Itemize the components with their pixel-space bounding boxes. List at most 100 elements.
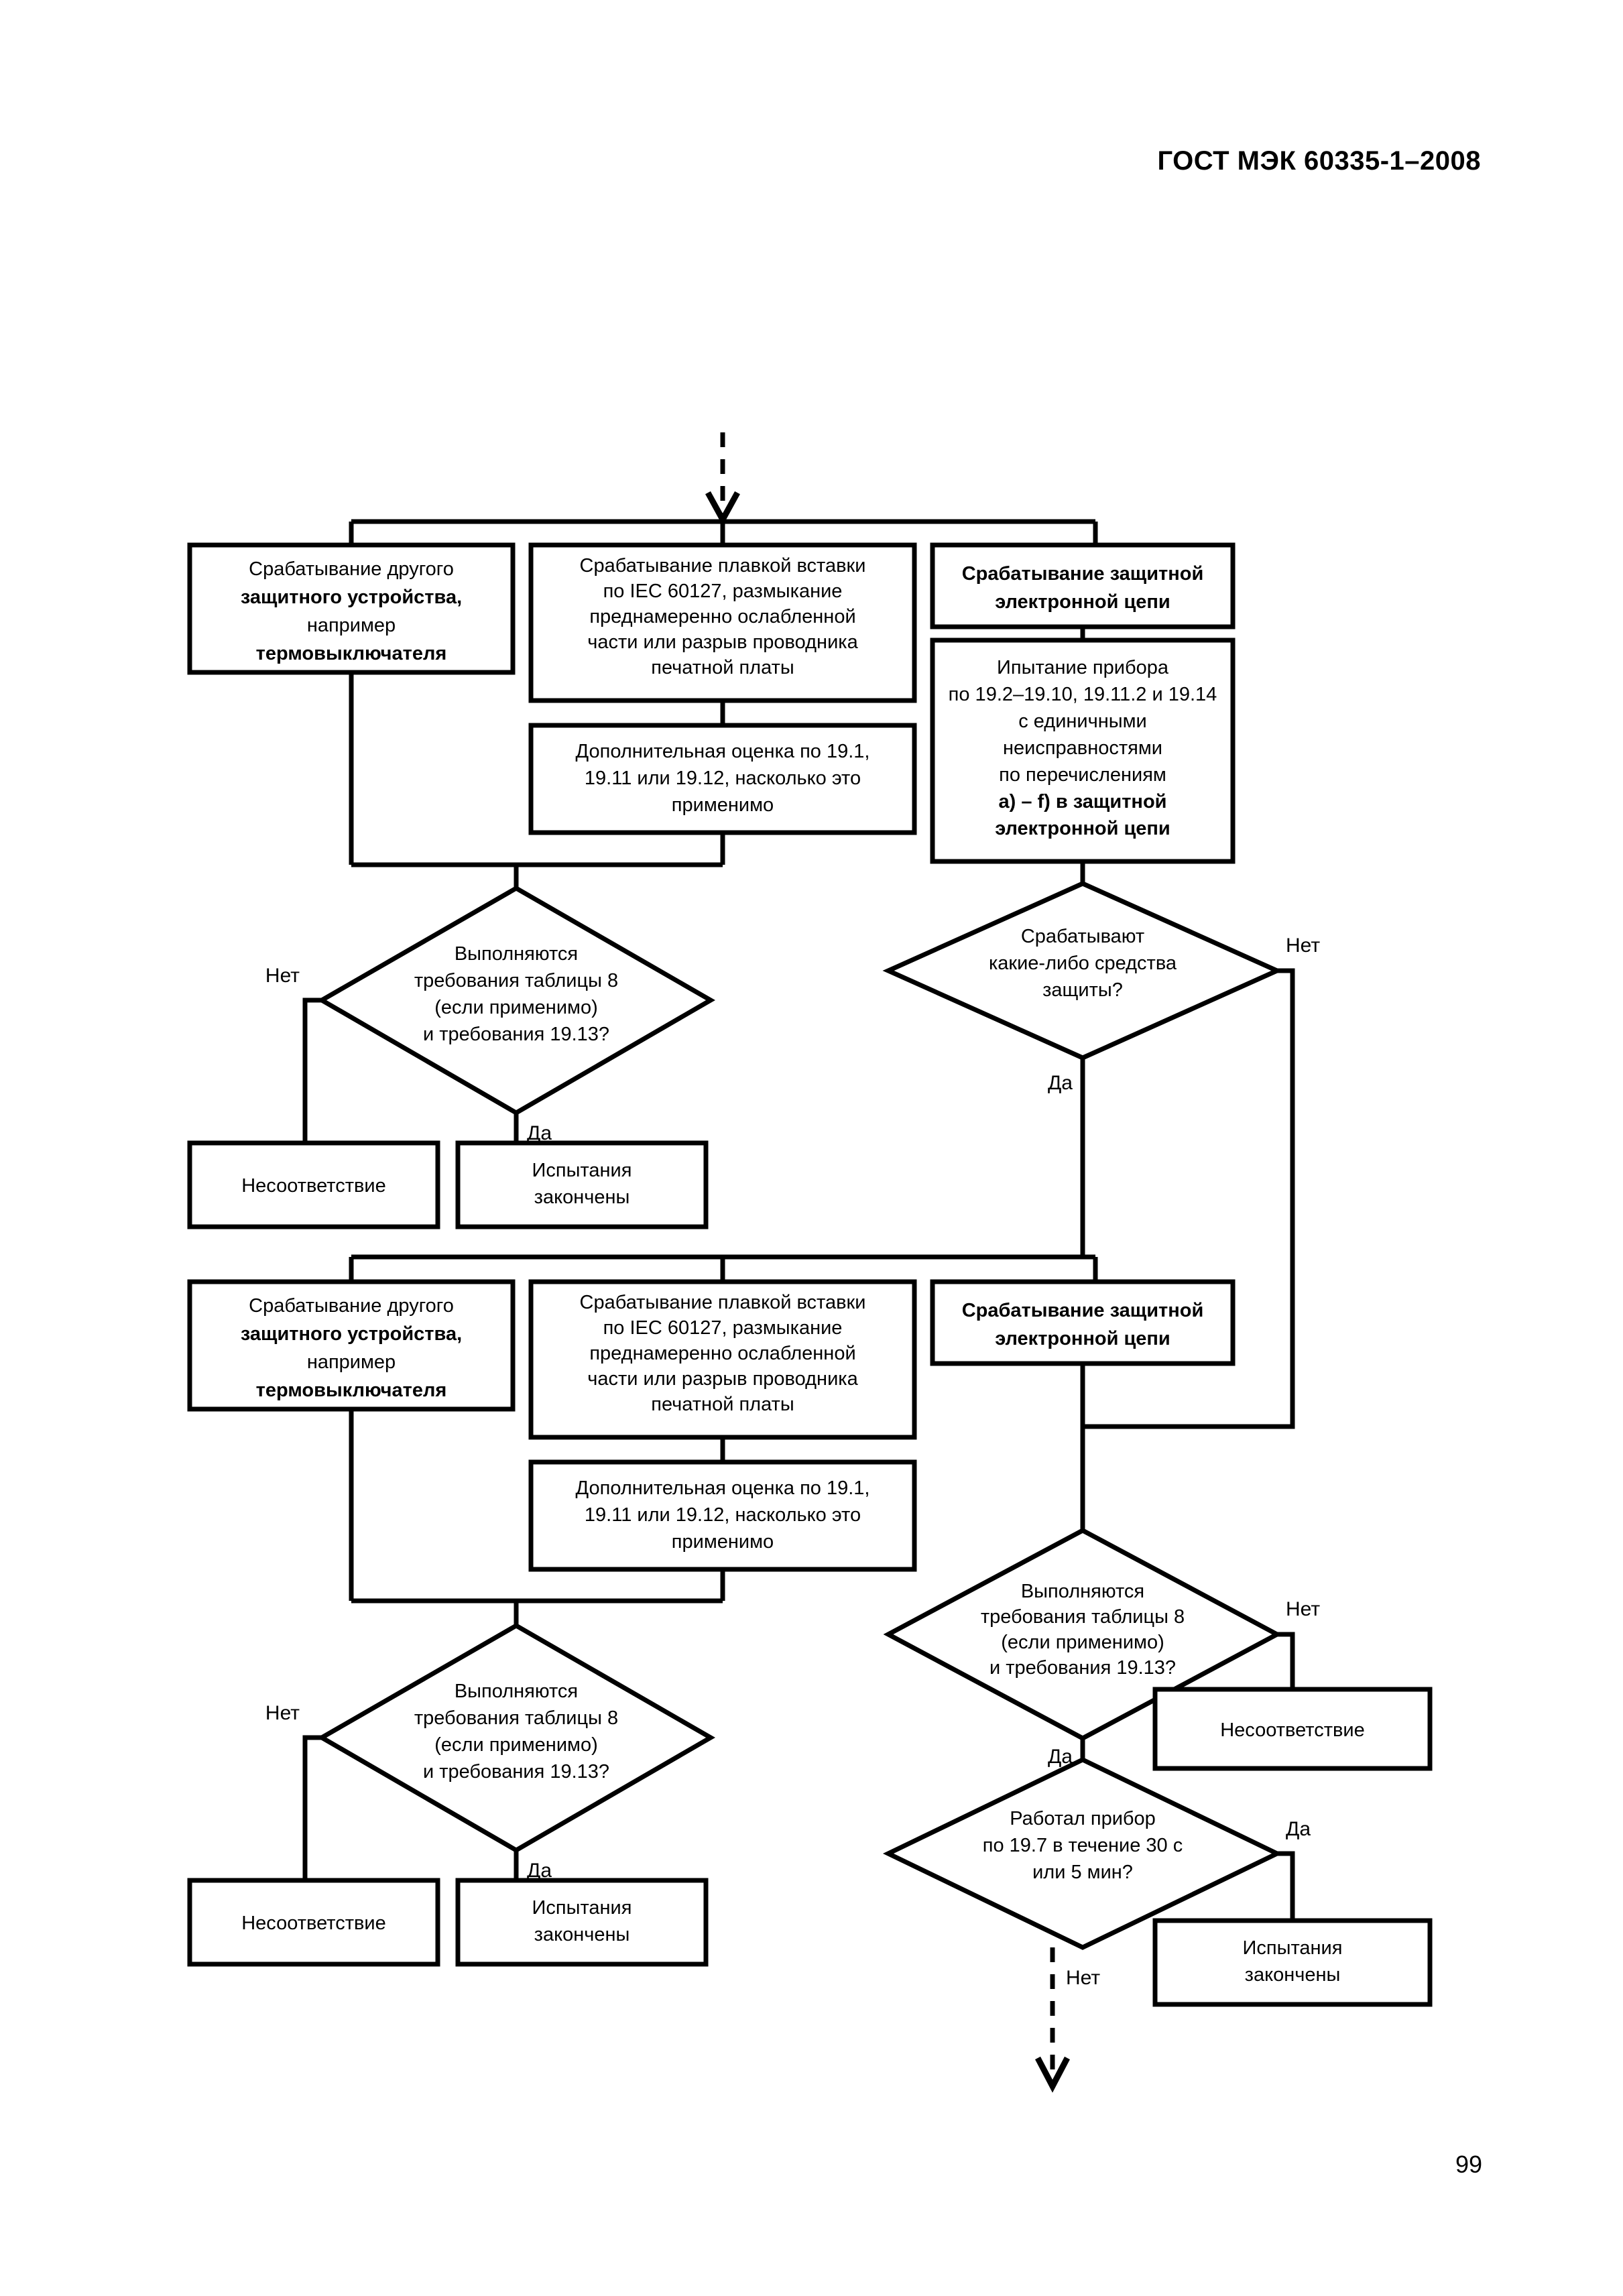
s2-edge-table8-left-no: Нет xyxy=(265,1702,322,1880)
s2-box-tests-finished-left: Испытания закончены xyxy=(455,1878,709,1967)
s1-other-device-line4: термовыключателя xyxy=(256,643,447,664)
s2-diamond-ran197-line3: или 5 мин? xyxy=(1032,1862,1133,1883)
s1-test-line2: по 19.2–19.10, 19.11.2 и 19.14 xyxy=(949,684,1217,705)
s1-diamond-protection-line1: Срабатывают xyxy=(1021,926,1144,947)
s1-edge-table8-no: Нет xyxy=(265,965,322,1143)
s1-fuse-line3: преднамеренно ослабленной xyxy=(589,606,855,627)
s2-fuse-line3: преднамеренно ослабленной xyxy=(589,1343,855,1364)
s2-diamond-table8-left-line3: (если применимо) xyxy=(434,1734,598,1756)
section1-top-bus xyxy=(349,519,1098,545)
s2-diamond-ran197-line2: по 19.7 в течение 30 с xyxy=(983,1835,1183,1856)
s1-box-other-protective-device: Срабатывание другого защитного устройств… xyxy=(187,542,516,675)
s1-eval-line1: Дополнительная оценка по 19.1, xyxy=(576,741,870,762)
s1-diamond-table8-line1: Выполняются xyxy=(455,943,578,965)
s1-other-device-line3: например xyxy=(307,615,396,636)
s1-diamond-table8-line3: (если применимо) xyxy=(434,997,598,1018)
s1-test-line1: Ипытание прибора xyxy=(997,657,1169,678)
s2-edge-ran197-no-exit: Нет xyxy=(1035,1947,1100,2093)
s1-tests-finished-line2: закончены xyxy=(534,1187,630,1208)
s2-other-device-line3: например xyxy=(307,1351,396,1373)
s2-box-other-protective-device: Срабатывание другого защитного устройств… xyxy=(187,1279,516,1412)
s1-diamond-protection-line3: защиты? xyxy=(1042,979,1123,1001)
s1-diamond-table8-line2: требования таблицы 8 xyxy=(414,970,618,991)
s1-tests-finished-line1: Испытания xyxy=(532,1160,632,1181)
s2-label-no-table8-left: Нет xyxy=(265,1702,300,1724)
s1-label-no-table8: Нет xyxy=(265,965,300,987)
s1-fuse-line2: по IEC 60127, размыкание xyxy=(603,581,843,602)
s1-eval-line2: 19.11 или 19.12, насколько это xyxy=(585,768,861,789)
s2-box-noncompliance-right: Несоответствие xyxy=(1152,1687,1433,1771)
s1-diamond-any-protection-operates: Срабатывают какие-либо средства защиты? xyxy=(882,881,1283,1061)
s2-edge-ran197-yes: Да xyxy=(1277,1818,1311,1921)
s1-pec-line2: электронной цепи xyxy=(995,591,1170,613)
s2-edge-table8-left-yes: Да xyxy=(514,1850,552,1882)
s2-diamond-table8-right-line1: Выполняются xyxy=(1021,1581,1144,1602)
s2-other-device-line2: защитного устройства, xyxy=(241,1323,462,1345)
s1-box-tests-finished: Испытания закончены xyxy=(455,1140,709,1229)
s2-box-fuse-iec60127: Срабатывание плавкой вставки по IEC 6012… xyxy=(528,1279,917,1440)
s1-box-additional-evaluation: Дополнительная оценка по 19.1, 19.11 или… xyxy=(528,723,917,835)
s2-diamond-table8-requirements-left: Выполняются требования таблицы 8 (если п… xyxy=(317,1622,715,1854)
section2-top-bus xyxy=(349,1254,1098,1282)
s2-tests-finished-right-line2: закончены xyxy=(1245,1964,1341,1986)
s1-merge-bus-left xyxy=(349,672,725,888)
s2-eval-line3: применимо xyxy=(672,1531,774,1553)
s2-box-additional-evaluation: Дополнительная оценка по 19.1, 19.11 или… xyxy=(528,1459,917,1572)
s2-diamond-table8-left-line1: Выполняются xyxy=(455,1681,578,1702)
s2-pec-line2: электронной цепи xyxy=(995,1328,1170,1349)
s2-edge-table8-right-no: Нет xyxy=(1277,1598,1320,1689)
s2-tests-finished-left-line1: Испытания xyxy=(532,1897,632,1919)
s1-box-protective-electronic-circuit: Срабатывание защитной электронной цепи xyxy=(930,542,1236,629)
s1-test-line4: неисправностями xyxy=(1003,737,1162,759)
s2-eval-line1: Дополнительная оценка по 19.1, xyxy=(576,1477,870,1499)
s1-edge-table8-yes: Да xyxy=(514,1113,552,1144)
s1-label-yes-protection: Да xyxy=(1048,1072,1073,1094)
s2-diamond-table8-requirements-right: Выполняются требования таблицы 8 (если п… xyxy=(883,1528,1282,1741)
s2-label-no-table8-right: Нет xyxy=(1286,1598,1320,1620)
s2-pec-line1: Срабатывание защитной xyxy=(962,1300,1204,1321)
s2-noncompliance-right-label: Несоответствие xyxy=(1220,1719,1365,1741)
s2-other-device-line4: термовыключателя xyxy=(256,1380,447,1401)
s1-pec-line1: Срабатывание защитной xyxy=(962,563,1204,585)
s1-test-line6: a) – f) в защитной xyxy=(998,791,1166,812)
s2-box-protective-electronic-circuit: Срабатывание защитной электронной цепи xyxy=(930,1279,1236,1366)
s2-label-yes-ran197: Да xyxy=(1286,1818,1311,1840)
s2-box-tests-finished-right: Испытания закончены xyxy=(1152,1918,1433,2007)
s1-diamond-table8-line4: и требования 19.13? xyxy=(423,1024,609,1045)
entry-arrow xyxy=(705,432,740,526)
page-header-standard-code: ГОСТ МЭК 60335-1–2008 xyxy=(1157,146,1481,176)
s2-fuse-line4: части или разрыв проводника xyxy=(587,1368,858,1390)
s1-diamond-table8-requirements: Выполняются требования таблицы 8 (если п… xyxy=(317,885,715,1116)
s1-edge-protection-yes: Да xyxy=(1048,1058,1085,1257)
s1-other-device-line1: Срабатывание другого xyxy=(249,558,454,580)
s1-box-fuse-iec60127: Срабатывание плавкой вставки по IEC 6012… xyxy=(528,542,917,703)
s1-fuse-line5: печатной платы xyxy=(651,657,794,678)
s1-test-line7: электронной цепи xyxy=(995,818,1170,839)
s1-diamond-protection-line2: какие-либо средства xyxy=(989,953,1177,974)
s2-other-device-line1: Срабатывание другого xyxy=(249,1295,454,1317)
s1-noncompliance-label: Несоответствие xyxy=(241,1175,386,1197)
s2-diamond-table8-right-line4: и требования 19.13? xyxy=(989,1657,1176,1679)
s2-diamond-table8-right-line3: (если применимо) xyxy=(1001,1632,1164,1653)
s1-test-line3: с единичными xyxy=(1018,711,1147,732)
s1-other-device-line2: защитного устройства, xyxy=(241,587,462,608)
s1-fuse-line4: части или разрыв проводника xyxy=(587,631,858,653)
s2-diamond-table8-right-line2: требования таблицы 8 xyxy=(981,1606,1185,1628)
s1-edge-protection-no: Нет xyxy=(1083,934,1320,1429)
s2-diamond-ran197-line1: Работал прибор xyxy=(1010,1808,1156,1829)
s1-label-no-protection: Нет xyxy=(1286,934,1320,957)
s2-merge-bus-left xyxy=(349,1409,725,1626)
s2-diamond-table8-left-line4: и требования 19.13? xyxy=(423,1761,609,1783)
s2-tests-finished-right-line1: Испытания xyxy=(1243,1937,1343,1959)
s1-fuse-line1: Срабатывание плавкой вставки xyxy=(580,555,866,577)
page-number: 99 xyxy=(1455,2151,1482,2178)
s2-diamond-table8-left-line2: требования таблицы 8 xyxy=(414,1707,618,1729)
s2-fuse-line5: печатной платы xyxy=(651,1394,794,1415)
s2-noncompliance-left-label: Несоответствие xyxy=(241,1913,386,1934)
s2-tests-finished-left-line2: закончены xyxy=(534,1924,630,1945)
s2-fuse-line2: по IEC 60127, размыкание xyxy=(603,1317,843,1339)
s2-diamond-appliance-ran-19-7: Работал прибор по 19.7 в течение 30 с ил… xyxy=(882,1757,1283,1950)
s2-fuse-line1: Срабатывание плавкой вставки xyxy=(580,1292,866,1313)
